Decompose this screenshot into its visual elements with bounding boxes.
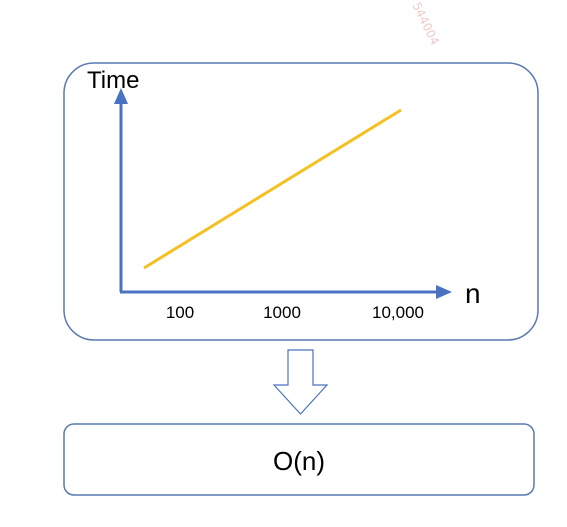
x-tick-label-100: 100: [166, 303, 194, 322]
x-axis-label: n: [465, 278, 481, 309]
down-arrow-icon: [272, 349, 329, 415]
chart-panel: [63, 62, 539, 341]
x-tick-label-10000: 10,000: [372, 303, 424, 322]
x-axis-arrowhead: [436, 285, 452, 299]
result-box: [63, 423, 535, 496]
result-box-label: O(n): [273, 446, 325, 476]
x-tick-label-1000: 1000: [263, 303, 301, 322]
y-axis-arrowhead: [114, 88, 128, 104]
series-line: [143, 108, 402, 270]
y-axis-label: Time: [87, 67, 139, 94]
